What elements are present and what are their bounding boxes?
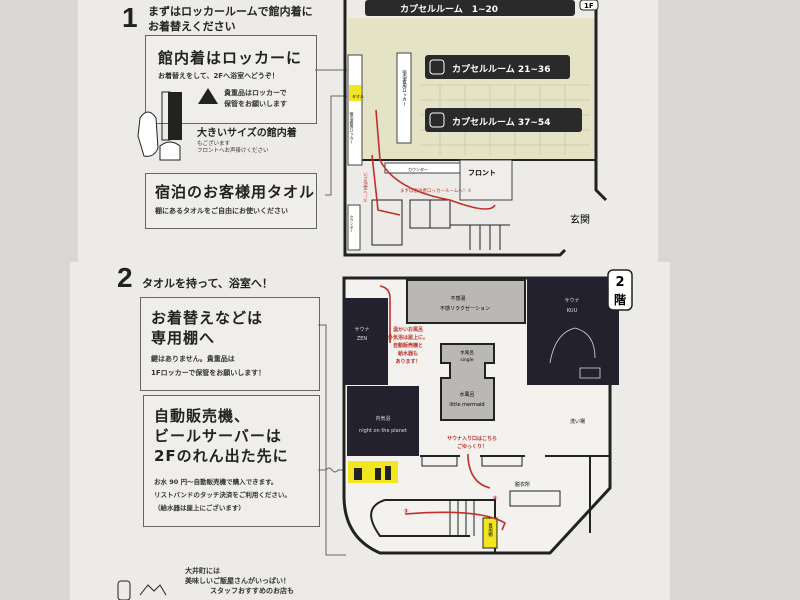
vending-line1: お水 90 円～自動販売機で購入できます。 <box>154 478 278 486</box>
shelf-line1: 鍵はありません。貴重品は <box>151 355 235 363</box>
sauna-kuu <box>527 278 619 385</box>
shelf-title-line2: 専用棚へ <box>151 329 216 347</box>
floor1-plan: カプセルルーム 1~20 カプセルルーム 21~36 カプセルルーム 37~54… <box>343 0 608 257</box>
large-size-line2: フロントへお声掛けください <box>197 148 269 154</box>
araiba-label: 洗い場 <box>570 418 585 425</box>
large-size-note: 大きいサイズの館内着 もございます フロントへお声掛けください <box>197 126 297 155</box>
locker-left-label: 宿泊者用ロッカー <box>350 111 355 144</box>
locker-box-title: 館内着はロッカーに <box>158 49 303 67</box>
naikiyoku-label: 内気浴 <box>375 415 390 422</box>
footer-line2: 美味しいご飯屋さんがいっぱい！ <box>185 577 290 585</box>
towel-shelf <box>349 85 361 101</box>
towel-box-subtitle: 棚にあるタオルをご自由にお使いください <box>155 207 288 215</box>
sauna-kuu-name: KUU <box>567 308 578 314</box>
sauna-entrance-note-line2: ごゆっくり！ <box>457 443 487 450</box>
large-size-line1: もございます <box>197 141 231 147</box>
mizuburo-mermaid-name: little mermaid <box>449 402 484 408</box>
capsule-label-2: カプセルルーム 21~36 <box>452 63 550 75</box>
floor2-badge-kanji: 階 <box>614 292 626 307</box>
step1-heading: まずはロッカールームで館内着に お着替えください <box>148 4 313 34</box>
locker-mid-label: 宿泊者用ロッカー <box>402 69 407 106</box>
route2-label: いざ浴室へ！② <box>363 172 368 204</box>
large-size-title: 大きいサイズの館内着 <box>197 128 297 139</box>
connector-lines-1f <box>315 69 347 196</box>
capsule-1-20 <box>365 0 575 16</box>
step1-number: 1 <box>122 2 138 33</box>
fukanyu-sub-label: 不感リラクゼーション <box>440 305 490 312</box>
naikiyoku-name: night on the planet <box>359 428 407 434</box>
capsule-label-1: カプセルルーム 1~20 <box>400 3 498 15</box>
rooftop-note-line: 外気浴は屋上に。 <box>388 334 428 341</box>
capsule-label-3: カプセルルーム 37~54 <box>452 116 550 128</box>
locker-box-subtitle: お着替えをして、2Fへ浴室へどうぞ！ <box>158 72 279 80</box>
shelf-box-title: お着替えなどは 専用棚へ <box>151 308 263 348</box>
vending-line3: （給水器は屋上にございます） <box>154 504 245 512</box>
counter2-label: カウンター <box>349 214 354 232</box>
mascot-door-illustration <box>137 91 182 161</box>
rooftop-note-line: あります！ <box>395 358 420 365</box>
datsuijo-label: 脱衣所 <box>515 481 530 488</box>
locker-info-box: 館内着はロッカーに お着替えをして、2Fへ浴室へどうぞ！ 貴重品はロッカーで 保… <box>145 35 317 124</box>
mizuburo-mermaid-label: 水風呂 <box>459 391 474 398</box>
sauna-kuu-label: サウナ <box>564 297 579 304</box>
step2-heading: タオルを持って、浴室へ！ <box>142 277 273 290</box>
counter-label: カウンター <box>408 166 428 172</box>
rooftop-note-line: 温かいお風呂 <box>393 326 423 333</box>
mizuburo-single-name: single <box>460 357 474 363</box>
vending-box-body: お水 90 円～自動販売機で購入できます。 リストバンドのタッチ決済をご利用くだ… <box>154 476 291 515</box>
shelf-info-box: お着替えなどは 専用棚へ 鍵はありません。貴重品は 1Fロッカーで保管をお願いし… <box>140 297 320 391</box>
vending-box-title: 自動販売機、 ビールサーバーは 2Fのれん出た先に <box>154 406 289 466</box>
floor1-badge: 1F <box>584 2 594 10</box>
step3-marker: ③ <box>403 508 408 515</box>
rooftop-note: 温かいお風呂 外気浴は屋上に。 自動販売機と 給水器も あります！ <box>388 326 428 365</box>
towel-label: タオル <box>352 93 364 99</box>
shelf-box-body: 鍵はありません。貴重品は 1Fロッカーで保管をお願いします！ <box>151 352 265 380</box>
luggage-mascot-illustration <box>117 580 167 600</box>
connector-lines-2f <box>318 324 346 556</box>
mizuburo-single-label: 水風呂 <box>460 349 474 356</box>
capsule-37-54 <box>425 108 582 132</box>
shelf-line2: 1Fロッカーで保管をお願いします！ <box>151 369 266 377</box>
mascot-sauna-illustration <box>549 327 601 379</box>
footer-line1: 大井町には <box>185 567 220 575</box>
floor2-badge-number: 2 <box>615 275 624 290</box>
vending-title-line1: 自動販売機、 <box>154 407 251 425</box>
warning-line1: 貴重品はロッカーで <box>224 89 287 97</box>
rooftop-note-line: 自動販売機と <box>393 342 423 349</box>
locker-box-warning: 貴重品はロッカーで 保管をお願いします <box>224 88 287 110</box>
step1-heading-line2: お着替えください <box>148 20 236 33</box>
shelf-label: 専用棚 <box>488 522 493 538</box>
vending-machine-icon <box>354 466 391 480</box>
entrance-label: 玄関 <box>570 213 590 226</box>
bed-icon <box>429 59 445 75</box>
bed-icon <box>429 112 445 128</box>
vending-line2: リストバンドのタッチ決済をご利用ください。 <box>154 491 291 499</box>
shelf-title-line1: お着替えなどは <box>151 309 264 327</box>
capsule-21-36 <box>425 55 570 79</box>
front-desk-label: フロント <box>468 169 496 177</box>
step2-number: 2 <box>117 262 133 293</box>
step1-heading-line1: まずはロッカールームで館内着に <box>148 5 313 18</box>
fukanyu-room <box>406 279 526 324</box>
sauna-zen-label: サウナ <box>354 326 369 333</box>
floor2-plan: 不感湯 不感リラクゼーション サウナ ZEN サウナ KUU 水風呂 singl… <box>342 269 633 555</box>
route1-label: まずは宿泊者ロッカールームへ！① <box>400 187 471 194</box>
sauna-zen <box>345 298 388 385</box>
warning-line2: 保管をお願いします <box>224 100 287 108</box>
footer-note: 大井町には 美味しいご飯屋さんがいっぱい！ スタッフおすすめのお店も <box>185 566 294 596</box>
towel-info-box: 宿泊のお客様用タオル 棚にあるタオルをご自由にお使いください <box>145 173 317 229</box>
naikiyoku-room <box>347 386 419 456</box>
rooftop-note-line: 給水器も <box>398 350 418 357</box>
fukanyu-label: 不感湯 <box>450 295 465 302</box>
vending-title-line2: ビールサーバーは <box>154 427 282 445</box>
footer-line3: スタッフおすすめのお店も <box>210 587 294 595</box>
warning-icon <box>198 88 218 104</box>
vending-info-box: 自動販売機、 ビールサーバーは 2Fのれん出た先に お水 90 円～自動販売機で… <box>143 395 320 527</box>
towel-box-title: 宿泊のお客様用タオル <box>155 183 316 201</box>
sauna-entrance-note-line1: サウナ入り口はこちら <box>447 435 497 442</box>
step4-marker: ④ <box>492 495 497 502</box>
vending-title-line3: 2Fのれん出た先に <box>154 447 289 465</box>
sauna-zen-name: ZEN <box>357 336 368 342</box>
